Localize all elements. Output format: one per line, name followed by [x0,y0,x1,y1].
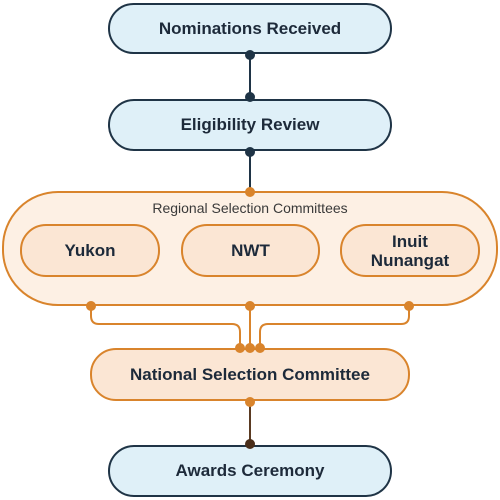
yukon-node: Yukon [20,224,160,277]
connector-inuit-national [259,306,410,347]
awards-ceremony-node: Awards Ceremony [108,445,392,497]
inuit-nunangat-node: Inuit Nunangat [340,224,480,277]
nwt-node: NWT [181,224,320,277]
inuit-nunangat-line2: Nunangat [370,250,450,270]
inuit-nunangat-line1: Inuit [392,231,428,251]
nominations-received-node: Nominations Received [108,3,392,54]
regional-committees-label: Regional Selection Committees [152,200,348,216]
eligibility-review-node: Eligibility Review [108,99,392,151]
national-selection-committee-node: National Selection Committee [90,348,410,401]
connector-yukon-national [90,306,241,347]
